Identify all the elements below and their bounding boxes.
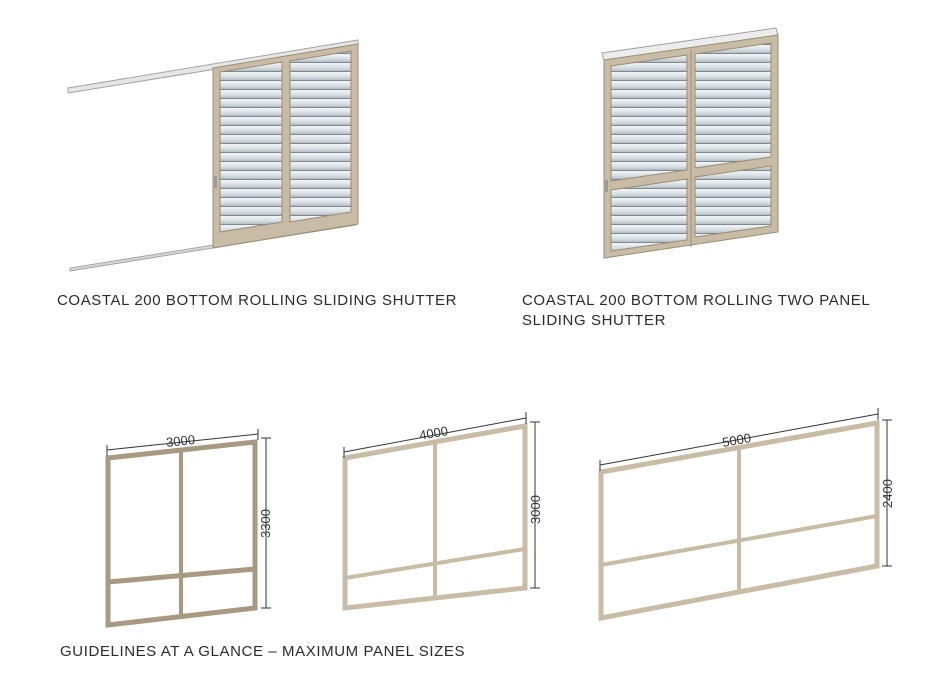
panel-frame-3000x3300 [105,429,271,628]
caption-single-panel: COASTAL 200 BOTTOM ROLLING SLIDING SHUTT… [57,292,458,309]
dim-width-5000: 5000 [721,430,752,450]
louvre-lower-right [694,165,772,238]
handle-icon [605,180,608,192]
dim-height-3000: 3000 [528,495,543,524]
panel-frame-5000x2400 [598,408,892,622]
dim-height-3300: 3300 [258,509,273,538]
panel-frame-4000x3000 [342,412,540,611]
louvre-lower-left [610,178,688,252]
dim-width-3000: 3000 [165,432,195,450]
dim-height-2400: 2400 [880,479,895,508]
handle-icon [214,176,217,188]
single-panel-shutter [67,39,359,272]
caption-two-panel-line1: COASTAL 200 BOTTOM ROLLING TWO PANEL [522,292,871,309]
dim-width-4000: 4000 [418,423,449,443]
louvre-upper-left [610,54,688,182]
caption-two-panel: COASTAL 200 BOTTOM ROLLING TWO PANEL SLI… [522,291,870,331]
caption-two-panel-line2: SLIDING SHUTTER [522,312,667,329]
louvre-leaf-left [219,61,283,233]
two-panel-shutter [601,27,779,259]
caption-guidelines: GUIDELINES AT A GLANCE – MAXIMUM PANEL S… [60,643,466,660]
louvre-upper-right [694,42,772,169]
louvre-leaf-right [289,50,352,223]
